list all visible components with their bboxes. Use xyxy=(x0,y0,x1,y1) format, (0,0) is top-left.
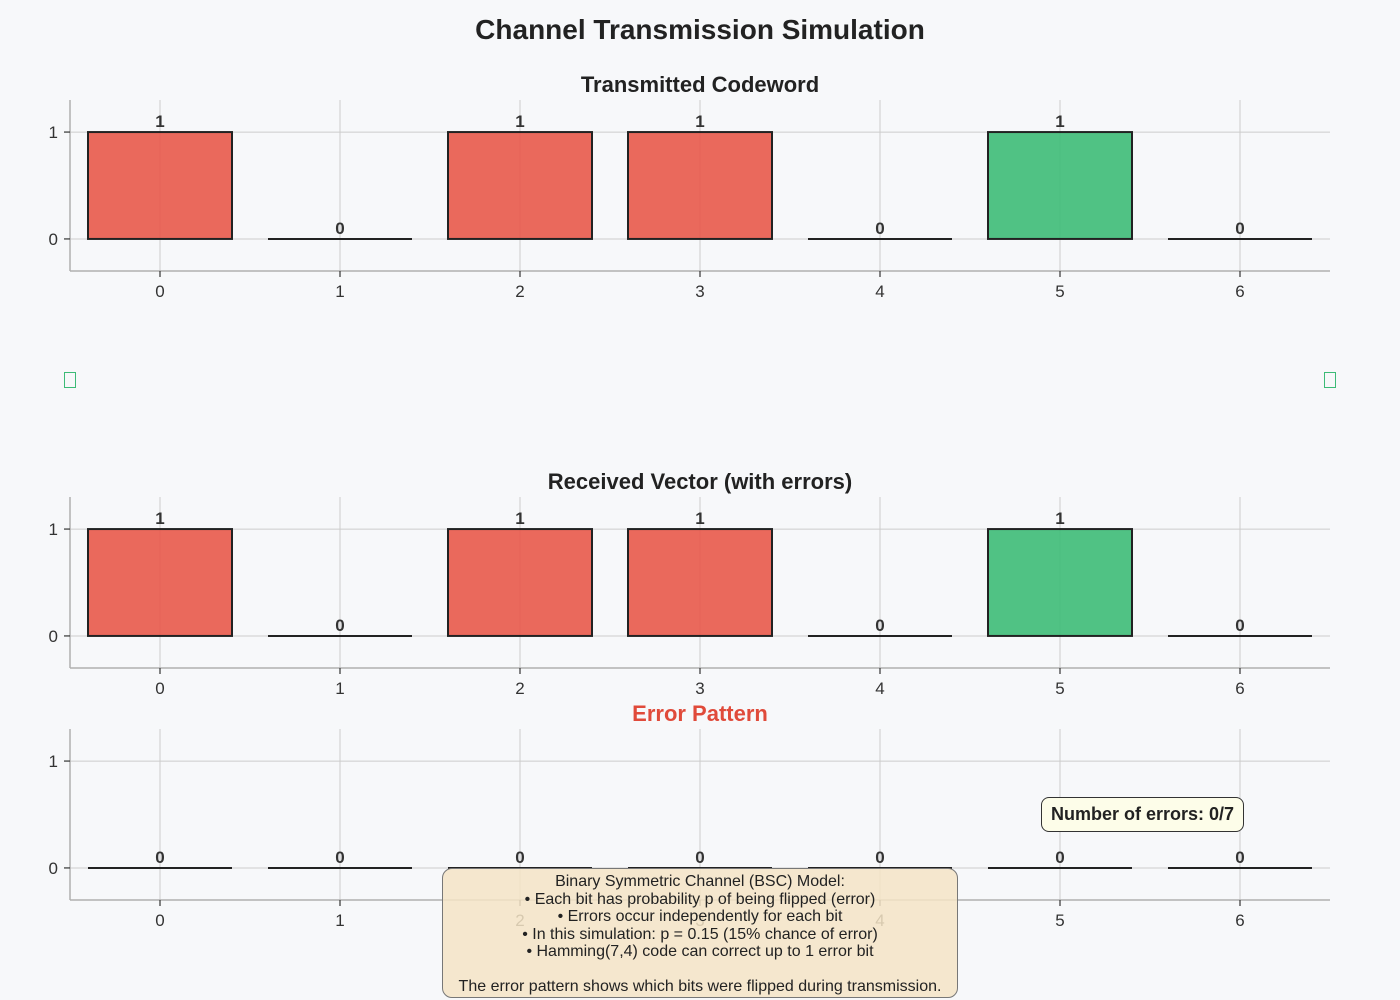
data-label: 0 xyxy=(1235,616,1244,635)
x-tick-label: 3 xyxy=(695,282,704,301)
explanation-line: Binary Symmetric Channel (BSC) Model: xyxy=(555,873,845,890)
y-tick-label: 0 xyxy=(49,230,58,249)
data-label: 0 xyxy=(695,848,704,867)
x-tick-label: 4 xyxy=(875,679,884,698)
data-label: 0 xyxy=(335,848,344,867)
transmitted-codeword-chart: Transmitted Codeword 0 1 0 1 2 3 4 5 6 1 0 1 1 0 1 0 xyxy=(49,72,1330,301)
bar xyxy=(987,131,1133,240)
data-label: 1 xyxy=(695,112,704,131)
arrow-icon xyxy=(64,372,76,388)
bar xyxy=(627,528,773,637)
data-label: 0 xyxy=(335,616,344,635)
data-label: 0 xyxy=(335,219,344,238)
data-label: 0 xyxy=(875,848,884,867)
explanation-spacer xyxy=(449,961,951,979)
explanation-line: • Each bit has probability p of being fl… xyxy=(524,890,876,908)
y-tick-label: 1 xyxy=(49,520,58,539)
data-label: 1 xyxy=(515,509,524,528)
x-tick-label: 3 xyxy=(695,679,704,698)
bsc-explanation-box: Binary Symmetric Channel (BSC) Model: • … xyxy=(442,868,958,998)
bar xyxy=(627,131,773,240)
data-label: 0 xyxy=(1055,848,1064,867)
x-tick-label: 0 xyxy=(155,282,164,301)
data-label: 1 xyxy=(155,509,164,528)
x-tick-label: 6 xyxy=(1235,282,1244,301)
data-label: 0 xyxy=(1235,219,1244,238)
data-label: 0 xyxy=(875,219,884,238)
chart-title: Received Vector (with errors) xyxy=(548,469,852,494)
y-tick-label: 0 xyxy=(49,627,58,646)
y-tick-label: 1 xyxy=(49,752,58,771)
bar xyxy=(447,131,593,240)
arrow-icon xyxy=(1324,372,1336,388)
figure-title: Channel Transmission Simulation xyxy=(475,14,925,45)
chart-title: Transmitted Codeword xyxy=(581,72,819,97)
explanation-line: • In this simulation: p = 0.15 (15% chan… xyxy=(522,925,878,943)
bar xyxy=(87,528,233,637)
data-label: 1 xyxy=(1055,509,1064,528)
x-tick-label: 5 xyxy=(1055,679,1064,698)
x-tick-label: 2 xyxy=(515,282,524,301)
bar xyxy=(87,131,233,240)
received-vector-chart: Received Vector (with errors) 0 1 0 1 2 3 4 5 6 1 0… xyxy=(49,469,1330,698)
x-tick-label: 5 xyxy=(1055,911,1064,930)
explanation-line: • Hamming(7,4) code can correct up to 1 … xyxy=(526,943,874,960)
y-tick-label: 1 xyxy=(49,123,58,142)
error-count-badge: Number of errors: 0/7 xyxy=(1041,797,1245,832)
data-label: 1 xyxy=(1055,112,1064,131)
data-label: 1 xyxy=(695,509,704,528)
x-tick-label: 1 xyxy=(335,911,344,930)
y-tick-label: 0 xyxy=(49,859,58,878)
x-tick-label: 1 xyxy=(335,282,344,301)
bar xyxy=(447,528,593,637)
x-tick-label: 4 xyxy=(875,282,884,301)
x-tick-label: 1 xyxy=(335,679,344,698)
data-label: 0 xyxy=(1235,848,1244,867)
x-tick-label: 2 xyxy=(515,679,524,698)
data-label: 0 xyxy=(155,848,164,867)
chart-title: Error Pattern xyxy=(632,701,768,726)
data-label: 0 xyxy=(515,848,524,867)
bar xyxy=(987,528,1133,637)
x-tick-label: 6 xyxy=(1235,679,1244,698)
explanation-footer: The error pattern shows which bits were … xyxy=(458,978,942,995)
data-label: 1 xyxy=(155,112,164,131)
data-label: 1 xyxy=(515,112,524,131)
x-tick-label: 6 xyxy=(1235,911,1244,930)
x-tick-label: 5 xyxy=(1055,282,1064,301)
data-label: 0 xyxy=(875,616,884,635)
explanation-line: • Errors occur independently for each bi… xyxy=(557,908,843,925)
x-tick-label: 0 xyxy=(155,679,164,698)
x-tick-label: 0 xyxy=(155,911,164,930)
